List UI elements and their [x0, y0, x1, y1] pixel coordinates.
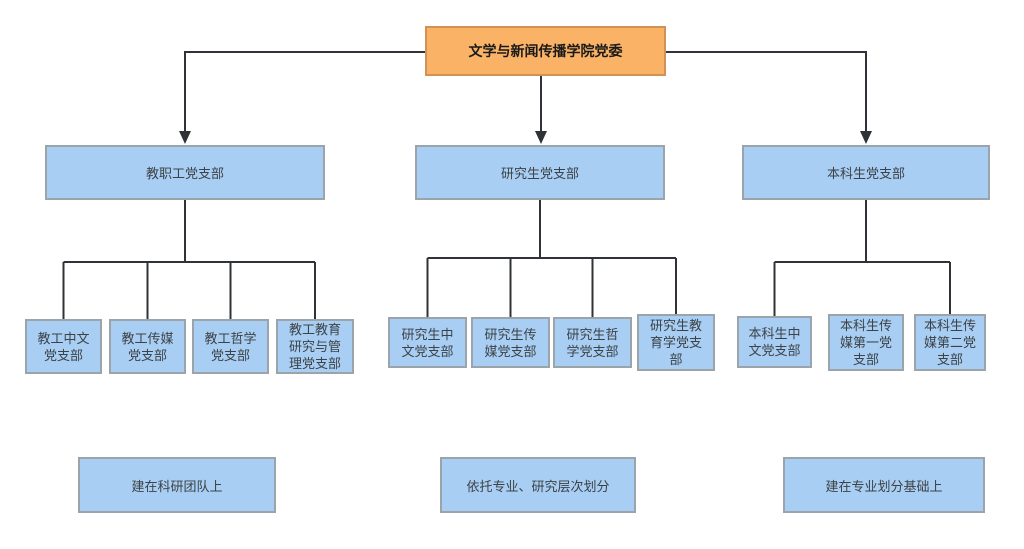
branch-node-label: 研究生党支部	[500, 166, 579, 181]
leaf-node-undergrad-media-second: 本科生传媒第二党支部	[914, 314, 986, 371]
connector-tree-graduate	[426, 200, 677, 318]
connector-tree-faculty	[62, 200, 316, 320]
leaf-node-label: 研究生传媒党支部	[484, 326, 537, 359]
branch-node-faculty: 教职工党支部	[45, 145, 325, 200]
leaf-node-label: 教工教育研究与管理党支部	[288, 322, 341, 371]
note-label: 建在专业划分基础上	[825, 478, 943, 494]
leaf-node-faculty-education-research: 教工教育研究与管理党支部	[276, 319, 354, 374]
connector-root-to-branch-faculty	[184, 51, 425, 132]
leaf-node-label: 教工哲学党支部	[204, 330, 257, 363]
branch-node-label: 教职工党支部	[145, 166, 224, 181]
leaf-node-label: 研究生中文党支部	[401, 326, 454, 359]
branch-node-graduate: 研究生党支部	[415, 145, 665, 200]
leaf-node-label: 教工中文党支部	[37, 330, 90, 363]
leaf-node-undergrad-chinese: 本科生中文党支部	[737, 316, 812, 368]
leaf-node-label: 研究生哲学党支部	[566, 326, 619, 359]
leaf-node-graduate-chinese: 研究生中文党支部	[388, 317, 467, 368]
note-box-undergraduate: 建在专业划分基础上	[783, 457, 985, 513]
root-node-college-party-committee: 文学与新闻传播学院党委	[425, 26, 666, 76]
leaf-node-faculty-chinese: 教工中文党支部	[25, 319, 102, 374]
branch-node-label: 本科生党支部	[826, 166, 905, 181]
leaf-node-label: 本科生传媒第二党支部	[923, 318, 976, 367]
arrowhead-branch-faculty	[179, 131, 191, 144]
leaf-node-graduate-philosophy: 研究生哲学党支部	[553, 317, 632, 368]
note-label: 建在科研团队上	[131, 478, 223, 494]
connector-root-to-branch-undergraduate	[666, 51, 867, 132]
leaf-node-label: 本科生传媒第一党支部	[839, 318, 892, 367]
leaf-node-label: 本科生中文党支部	[748, 326, 801, 358]
leaf-node-graduate-media: 研究生传媒党支部	[471, 317, 550, 368]
branch-node-undergraduate: 本科生党支部	[742, 145, 990, 200]
leaf-node-graduate-education: 研究生教育学党支部	[637, 314, 715, 371]
leaf-node-faculty-media: 教工传媒党支部	[109, 319, 186, 374]
leaf-node-faculty-philosophy: 教工哲学党支部	[192, 319, 269, 374]
note-box-graduate: 依托专业、研究层次划分	[440, 457, 636, 513]
arrowhead-branch-undergraduate	[860, 131, 872, 144]
leaf-node-label: 教工传媒党支部	[121, 330, 174, 363]
connector-tree-undergraduate	[773, 200, 951, 317]
note-label: 依托专业、研究层次划分	[466, 478, 610, 494]
root-node-label: 文学与新闻传播学院党委	[468, 43, 623, 59]
arrowhead-branch-graduate	[535, 131, 547, 144]
leaf-node-label: 研究生教育学党支部	[649, 318, 702, 367]
note-box-faculty: 建在科研团队上	[78, 457, 276, 513]
leaf-node-undergrad-media-first: 本科生传媒第一党支部	[828, 314, 904, 371]
